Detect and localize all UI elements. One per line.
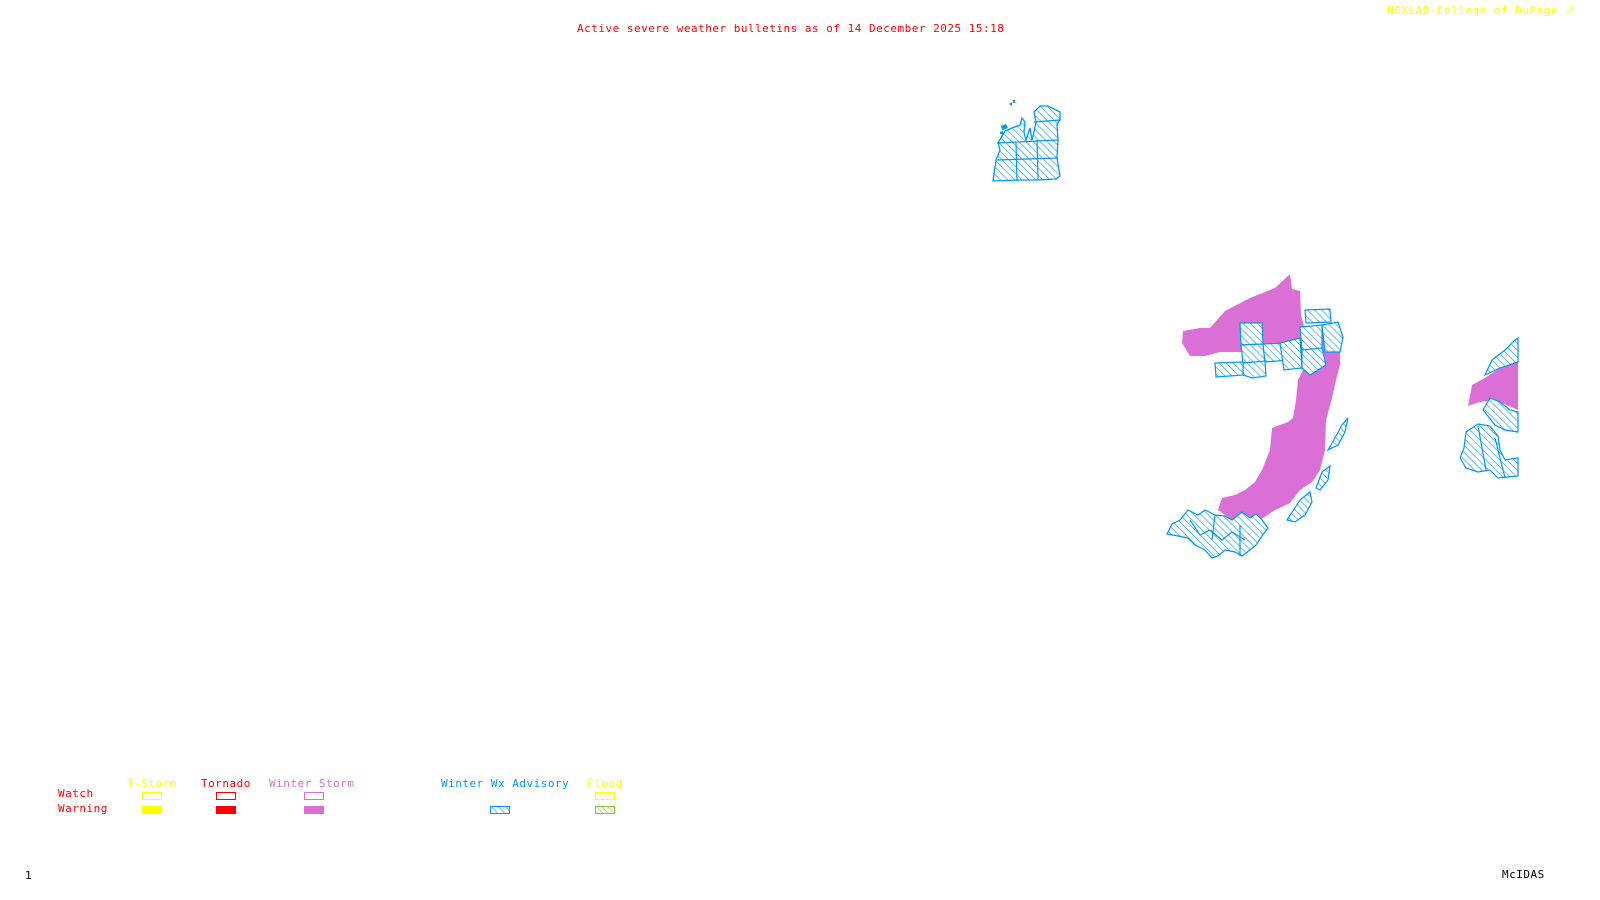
legend-swatch-winter-wx-advisory [490, 806, 510, 814]
legend-row-label-watch: Watch [58, 787, 94, 800]
winter-wx-advisory-ohio-valley-north [1214, 308, 1344, 379]
winter-wx-advisory-northern-michigan [992, 100, 1061, 182]
nexlab-logo-icon: ⮰ [1565, 4, 1575, 17]
legend-label-tstorm: T-Storm [127, 777, 177, 790]
legend-label-winter-wx-advisory: Winter Wx Advisory [441, 777, 570, 790]
frame-number: 1 [25, 869, 33, 882]
legend-swatch-flood-watch [595, 792, 615, 800]
credit-label: NEXLAB-College of DuPage [1387, 4, 1558, 17]
legend-label-flood: Flood [587, 777, 623, 790]
winter-wx-advisory-new-england [1459, 336, 1519, 479]
legend-swatch-tornado-warning [216, 806, 236, 814]
legend-swatch-winter-storm-watch [304, 792, 324, 800]
legend-row-label-warning: Warning [58, 802, 108, 815]
winter-storm-warning-new-england [1468, 362, 1518, 410]
software-label: McIDAS [1502, 868, 1545, 881]
legend-swatch-flood-warning [595, 806, 615, 814]
legend-swatch-tornado-watch [216, 792, 236, 800]
page-title: Active severe weather bulletins as of 14… [577, 22, 1005, 35]
legend-label-tornado: Tornado [201, 777, 251, 790]
legend-swatch-winter-storm-warning [304, 806, 324, 814]
legend-swatch-tstorm-watch [142, 792, 162, 800]
winter-wx-advisory-appalachian-south [1166, 417, 1349, 559]
legend-swatch-tstorm-warning [142, 806, 162, 814]
credit-text: NEXLAB-College of DuPage ⮰ [1387, 5, 1574, 17]
legend-label-winter-storm: Winter Storm [269, 777, 355, 790]
